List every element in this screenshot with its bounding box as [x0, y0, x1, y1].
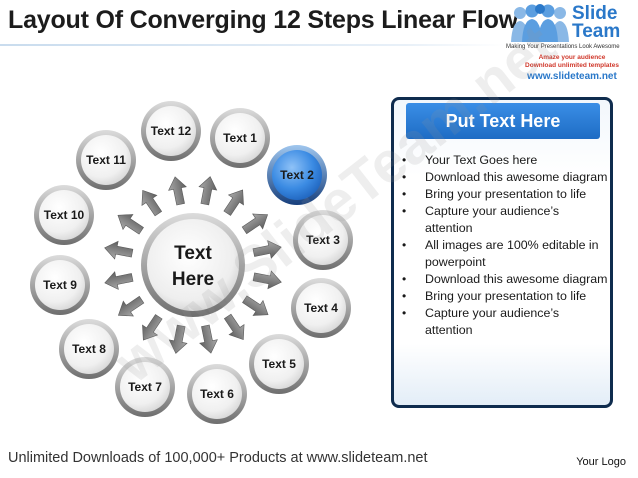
- step-node-label: Text 5: [262, 357, 296, 371]
- text-panel: Put Text Here Your Text Goes hereDownloa…: [391, 97, 613, 408]
- step-node-disc: [64, 324, 114, 374]
- step-node-label: Text 3: [306, 233, 340, 247]
- direction-arrow: [252, 270, 282, 290]
- step-node-4: Text 4: [291, 278, 351, 338]
- step-node-label: Text 2: [280, 168, 314, 182]
- direction-arrow: [223, 313, 245, 341]
- direction-arrow: [117, 214, 144, 235]
- step-node-label: Text 11: [86, 153, 126, 167]
- panel-bullet-item: Your Text Goes here: [398, 152, 610, 169]
- direction-arrow: [223, 189, 244, 216]
- converging-flow-diagram: Text Here Text 1 Text 2 Text 3 Text 4 Text 5…: [30, 101, 353, 424]
- direction-arrow: [168, 176, 187, 206]
- panel-bullet-item: Capture your audience’s attention: [398, 203, 610, 237]
- direction-arrow: [199, 324, 218, 354]
- step-node-label: Text 9: [43, 278, 77, 292]
- step-node-7: Text 7: [115, 357, 175, 417]
- step-node-disc: [298, 215, 348, 265]
- direction-arrow: [241, 213, 269, 235]
- logo-tagline: Making Your Presentations Look Awesome: [506, 44, 620, 50]
- step-node-12: Text 12: [141, 101, 201, 161]
- step-node-disc: [120, 362, 170, 412]
- logo-promo-2: Download unlimited templates: [525, 62, 619, 69]
- direction-arrow: [104, 271, 134, 290]
- logo-url: www.slideteam.net: [527, 71, 617, 82]
- panel-heading: Put Text Here: [406, 103, 600, 139]
- direction-arrow: [104, 240, 134, 260]
- step-node-label: Text 12: [151, 124, 192, 138]
- arrow-group: [104, 176, 282, 354]
- step-node-11: Text 11: [76, 130, 136, 190]
- panel-bullet-item: Download this awesome diagram: [398, 271, 610, 288]
- step-node-label: Text 4: [304, 301, 338, 315]
- step-node-8: Text 8: [59, 319, 119, 379]
- panel-bullet-item: Capture your audience’s attention: [398, 305, 610, 339]
- direction-arrow: [142, 314, 163, 341]
- step-node-disc: [215, 113, 265, 163]
- step-node-2: Text 2: [267, 145, 327, 205]
- panel-bullet-item: Bring your presentation to life: [398, 288, 610, 305]
- slide-title: Layout Of Converging 12 Steps Linear Flo…: [8, 6, 518, 34]
- step-node-disc: [39, 190, 89, 240]
- title-divider: [0, 44, 505, 46]
- step-node-label: Text 6: [200, 387, 234, 401]
- step-node-10: Text 10: [34, 185, 94, 245]
- footer-text: Unlimited Downloads of 100,000+ Products…: [8, 450, 428, 466]
- direction-arrow: [198, 176, 218, 206]
- step-node-disc: [35, 260, 85, 310]
- center-label-line2: Here: [172, 269, 214, 290]
- step-node-5: Text 5: [249, 334, 309, 394]
- people-logo-icon: [511, 4, 569, 42]
- panel-bullet-item: All images are 100% editable in powerpoi…: [398, 237, 610, 271]
- step-node-9: Text 9: [30, 255, 90, 315]
- direction-arrow: [252, 240, 282, 259]
- step-node-disc: [146, 106, 196, 156]
- direction-arrow: [117, 295, 145, 317]
- step-node-disc: [296, 283, 346, 333]
- logo-placeholder: Your Logo: [576, 456, 626, 468]
- panel-bullet-item: Bring your presentation to life: [398, 186, 610, 203]
- center-label-line1: Text: [174, 243, 212, 264]
- step-node-3: Text 3: [293, 210, 353, 270]
- direction-arrow: [242, 295, 269, 316]
- step-node-label: Text 10: [44, 208, 85, 222]
- step-node-disc: [192, 369, 242, 419]
- step-node-disc: [272, 150, 322, 200]
- step-node-disc: [254, 339, 304, 389]
- step-node-label: Text 8: [72, 342, 106, 356]
- panel-bullet-list: Your Text Goes hereDownload this awesome…: [398, 152, 610, 339]
- logo-promo-1: Amaze your audience: [538, 54, 606, 61]
- step-node-label: Text 1: [223, 131, 257, 145]
- step-node-disc: [81, 135, 131, 185]
- logo-brand-line2: Team: [572, 21, 621, 42]
- panel-bullet-item: Download this awesome diagram: [398, 169, 610, 186]
- center-disc: [147, 219, 239, 311]
- step-node-1: Text 1: [210, 108, 270, 168]
- logo-brand-line1: Slide: [572, 3, 618, 24]
- center-node: Text Here: [141, 213, 245, 317]
- direction-arrow: [168, 324, 188, 354]
- step-node-6: Text 6: [187, 364, 247, 424]
- step-node-label: Text 7: [128, 380, 162, 394]
- slideteam-logo: Slide Team Making Your Presentations Loo…: [506, 2, 638, 84]
- direction-arrow: [141, 189, 163, 217]
